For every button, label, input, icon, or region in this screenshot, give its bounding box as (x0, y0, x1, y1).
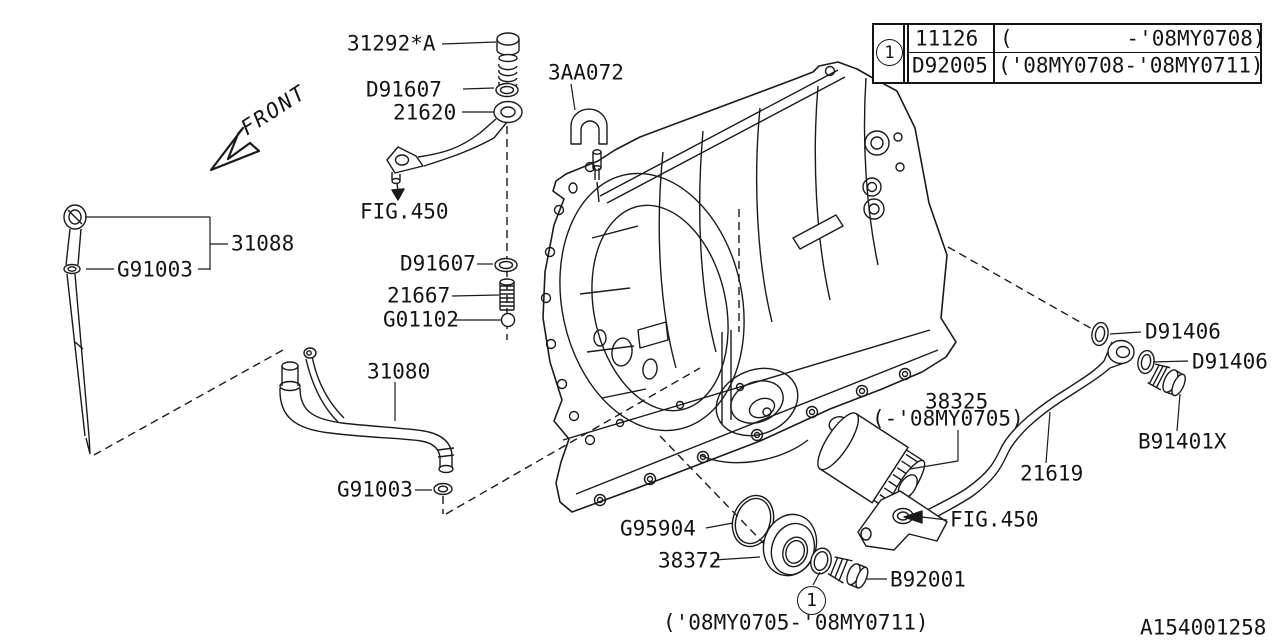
callout-d91607-upper[interactable]: D91607 (366, 77, 442, 102)
callout-g01102[interactable]: G01102 (383, 307, 459, 332)
callout-d91406-lower[interactable]: D91406 (1192, 349, 1268, 374)
fig450-left-arrow (391, 183, 405, 201)
callout-b91401x[interactable]: B91401X (1138, 429, 1227, 454)
oring-g91003-lower (433, 482, 453, 496)
bolt-b92001 (827, 556, 869, 589)
callout-38372[interactable]: 38372 (658, 548, 722, 573)
legend-part-number[interactable]: 11126 (915, 26, 979, 51)
legend-marker-text: 1 (884, 42, 895, 63)
callout-g91003-upper[interactable]: G91003 (117, 257, 193, 282)
legend-marker-circle-1: 1 (876, 39, 903, 66)
bolt-31292 (496, 32, 520, 92)
legend-range: ('08MY0708-'08MY0711) (998, 53, 1264, 78)
callout-21667[interactable]: 21667 (387, 283, 451, 308)
oring-d91607-upper (495, 82, 519, 98)
pipe-21620 (386, 100, 523, 185)
legend-part-number[interactable]: D92005 (912, 53, 988, 78)
front-arrow (209, 126, 261, 172)
legend-table: 1 11126 ( -'08MY0708) D92005 ('08MY0708-… (872, 23, 1266, 84)
legend-divider (907, 25, 909, 82)
callout-d91406-upper[interactable]: D91406 (1145, 319, 1221, 344)
pipe-21619 (888, 339, 1135, 541)
callout-21619[interactable]: 21619 (1020, 461, 1084, 486)
assembly-guide-lines (93, 126, 1095, 553)
callout-31080[interactable]: 31080 (367, 359, 431, 384)
bolt-b91401x (1147, 363, 1186, 397)
callout-fig450-right[interactable]: FIG.450 (950, 507, 1039, 532)
oil-level-gauge-31088 (63, 204, 91, 455)
callout-31292A[interactable]: 31292*A (347, 31, 436, 56)
legend-divider (903, 25, 905, 82)
leader-lines (85, 41, 1189, 586)
range-note: ('08MY0705-'08MY0711) (663, 610, 929, 635)
callout-g91003-lower[interactable]: G91003 (337, 477, 413, 502)
callout-b92001[interactable]: B92001 (890, 567, 966, 592)
stud-21667 (499, 278, 515, 311)
oring-d91607-lower (494, 257, 518, 273)
callout-38325[interactable]: 38325 (925, 389, 989, 414)
callout-d91607-lower[interactable]: D91607 (400, 251, 476, 276)
marker-circle-1-bottom-text: 1 (806, 590, 817, 611)
callout-3aa072[interactable]: 3AA072 (548, 60, 624, 85)
oring-d91406-lower (1137, 349, 1155, 375)
legend-row-divider (907, 51, 1260, 54)
legend-divider (993, 25, 995, 82)
bracket-fig450 (857, 490, 948, 551)
ball-g01102 (500, 312, 516, 328)
drawing-number: A154001258 (1140, 615, 1267, 640)
transmission-case-drawing (540, 61, 957, 513)
callout-g95904[interactable]: G95904 (620, 516, 696, 541)
cover-38372 (762, 513, 818, 577)
oring-small (810, 547, 832, 575)
callout-fig450-left[interactable]: FIG.450 (360, 199, 449, 224)
callout-38325-range: (-'08MY0705) (872, 406, 1024, 431)
marker-circle-1-bottom: 1 (797, 586, 826, 615)
filler-pipe-31080 (279, 347, 455, 474)
callout-31088[interactable]: 31088 (231, 231, 295, 256)
hook-3aa072 (570, 108, 608, 203)
oring-d91406-upper (1091, 321, 1109, 347)
fig450-right-arrowhead (903, 510, 923, 524)
legend-range: ( -'08MY0708) (1000, 26, 1266, 51)
callout-21620[interactable]: 21620 (393, 100, 457, 125)
